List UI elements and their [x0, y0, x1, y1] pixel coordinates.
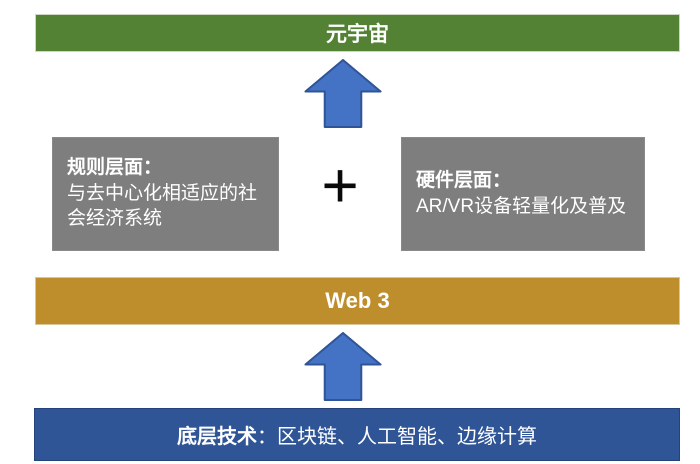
metaverse-bar: 元宇宙: [35, 14, 680, 52]
up-arrow-outline: [304, 59, 382, 128]
hardware-layer-body: AR/VR设备轻量化及普及: [416, 195, 627, 217]
base-technology-body: ：区块链、人工智能、边缘计算: [257, 426, 537, 448]
hardware-layer-title: 硬件层面：: [416, 169, 512, 191]
web3-bar: Web 3: [35, 277, 680, 325]
up-arrow-shape: [305, 333, 381, 400]
base-technology-title: 底层技术: [177, 426, 257, 448]
plus-icon: +: [321, 149, 359, 221]
up-arrow-shape: [305, 60, 381, 127]
rules-layer-title: 规则层面：: [67, 157, 163, 179]
rules-layer-body: 与去中心化相适应的社会经济系统: [67, 183, 258, 229]
hardware-layer-box: 硬件层面： AR/VR设备轻量化及普及: [401, 137, 645, 251]
up-arrow-icon: [304, 59, 382, 128]
metaverse-bar-label: 元宇宙: [326, 23, 389, 46]
up-arrow-icon: [304, 332, 382, 401]
rules-layer-box: 规则层面： 与去中心化相适应的社会经济系统: [52, 137, 279, 251]
web3-bar-label: Web 3: [325, 288, 390, 313]
base-technology-bar: 底层技术：区块链、人工智能、边缘计算: [34, 408, 680, 461]
up-arrow-outline: [304, 332, 382, 401]
